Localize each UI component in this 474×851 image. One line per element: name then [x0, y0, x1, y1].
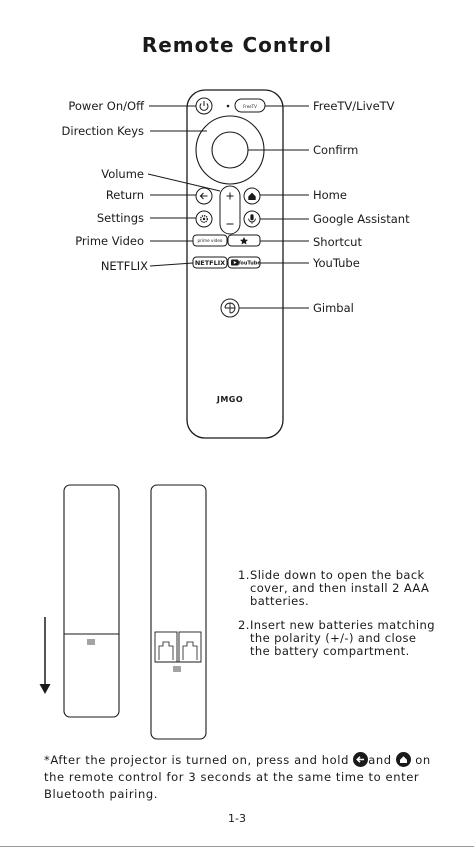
label-youtube: YouTube	[313, 256, 360, 270]
label-google-assistant: Google Assistant	[313, 212, 410, 226]
label-volume: Volume	[101, 167, 144, 181]
note-text-1: *After the projector is turned on, press…	[44, 753, 354, 767]
home-icon	[248, 192, 256, 200]
leader-lines-right	[239, 105, 309, 309]
step-item: 2. Insert new batteries matching the pol…	[238, 617, 438, 659]
page-title: Remote Control	[141, 33, 333, 57]
brand-logo: JMGO	[216, 395, 243, 404]
prime-button-text: prime video	[198, 238, 223, 243]
page-number: 1-3	[228, 812, 246, 825]
freetv-button	[234, 98, 266, 113]
remote-back-open	[150, 484, 207, 740]
down-arrow-icon	[39, 684, 51, 694]
leader-lines-left	[147, 105, 221, 267]
step-number: 1.	[238, 568, 250, 582]
label-gimbal: Gimbal	[313, 301, 354, 315]
prime-video-button	[192, 234, 228, 247]
indicator-light	[226, 104, 230, 108]
step-text: Slide down to open the back cover, and t…	[250, 568, 430, 609]
volume-rocker	[219, 185, 241, 235]
gimbal-icon	[224, 302, 236, 314]
step-item: 1. Slide down to open the back cover, an…	[238, 568, 438, 609]
bluetooth-pairing-note: *After the projector is turned on, press…	[44, 752, 444, 803]
home-icon	[395, 752, 411, 767]
star-icon	[240, 237, 248, 245]
step-text: Insert new batteries matching the polari…	[250, 617, 435, 659]
note-text-2: and	[368, 753, 396, 767]
note-text-3: on the remote control for 3 seconds at t…	[44, 753, 431, 801]
label-shortcut: Shortcut	[313, 235, 362, 249]
netflix-button	[192, 256, 228, 269]
label-prime-video: Prime Video	[75, 234, 144, 248]
gear-icon	[199, 214, 208, 223]
freetv-button-text: FreeTV	[243, 104, 257, 109]
step-number: 2.	[238, 617, 250, 632]
back-arrow-icon	[199, 192, 208, 200]
label-confirm: Confirm	[313, 143, 359, 157]
label-direction-keys: Direction Keys	[61, 124, 144, 138]
label-freetv: FreeTV/LiveTV	[313, 99, 395, 113]
remote-back-closed	[63, 484, 120, 718]
battery-left	[154, 631, 178, 663]
back-icon	[353, 752, 369, 767]
label-return: Return	[105, 188, 144, 202]
battery-right	[178, 631, 202, 663]
label-power: Power On/Off	[68, 99, 144, 113]
power-icon	[199, 103, 209, 111]
label-settings: Settings	[96, 211, 144, 225]
netflix-button-text: NETFLIX	[195, 259, 225, 267]
footer-rule	[0, 846, 474, 847]
youtube-button-text: YouTube	[236, 261, 261, 267]
label-home: Home	[313, 188, 347, 202]
confirm-button	[211, 131, 249, 169]
battery-instructions: 1. Slide down to open the back cover, an…	[238, 568, 438, 668]
label-netflix: NETFLIX	[100, 259, 148, 273]
mic-icon	[250, 214, 254, 221]
